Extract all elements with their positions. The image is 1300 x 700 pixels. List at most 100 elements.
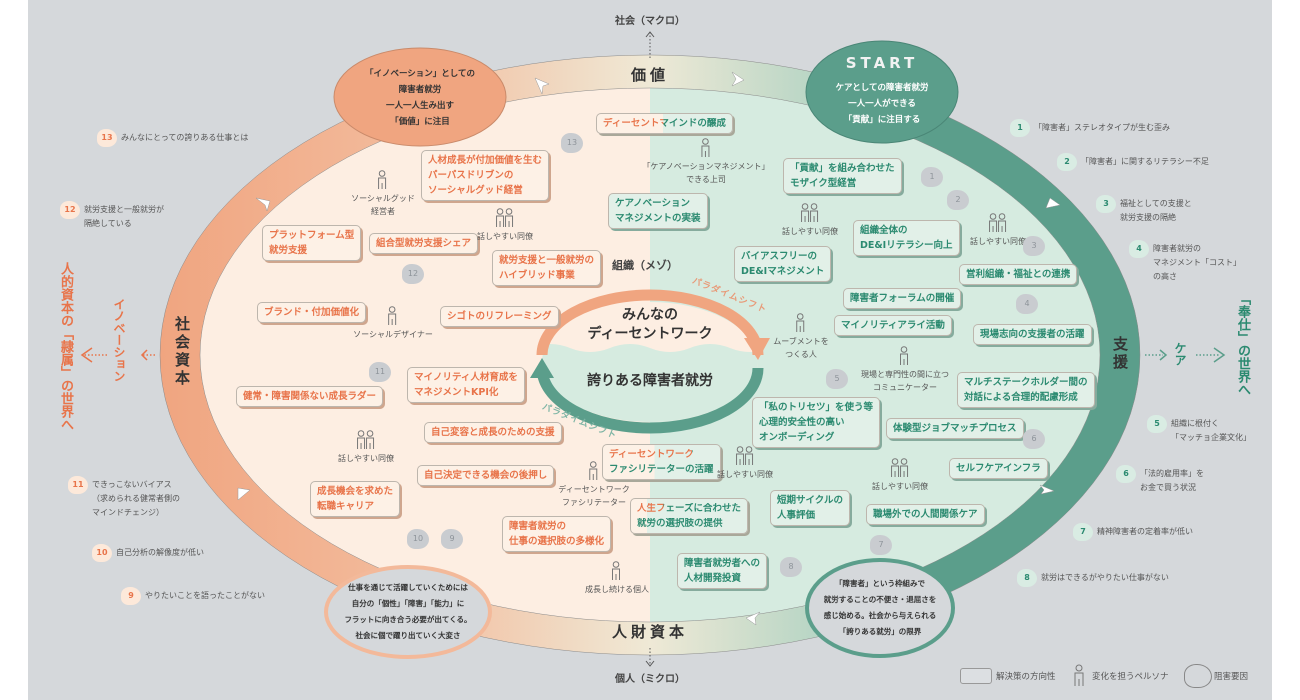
legend-barrier-label: 阻害要因 [1214,672,1249,682]
persona-label: 話しやすい同僚 [970,237,1026,246]
solution-box: セルフケアインフラ [949,458,1048,479]
corner-ellipse-innovation [333,47,507,147]
persona-label: 成長し続ける個人 [585,585,649,594]
barrier-blob-icon: 4 [1016,294,1038,314]
legend-solution-swatch [960,668,992,684]
person-icon [796,313,804,332]
colleagues-icon [356,430,374,449]
barrier-number-badge: 12 [60,201,80,219]
barrier-text: 福祉としての支援と 就労支援の隔絶 [1120,199,1192,222]
solution-text: 人生フェーズに合わせた 就労の選択肢の提供 [637,503,742,529]
colleagues-icon [800,203,818,222]
barrier-text: できっこないバイアス （求められる健常者側の マインドチェンジ） [92,480,180,517]
center-title: みんなの ディーセントワーク [560,306,740,344]
persona: ディーセントワーク ファシリテーター [558,461,630,509]
barrier-blob-icon: 13 [561,133,583,153]
colleagues-icon [495,208,513,227]
barrier-text: 「法的雇用率」を お金で買う状況 [1140,469,1204,492]
paradigm-arc-top [536,289,764,356]
persona-label: 話しやすい同僚 [717,470,773,479]
axis-arrow-icons [645,31,655,667]
barrier-text: 組織に根付く 「マッチョ企業文化」 [1171,419,1251,442]
barrier-text: 就労はできるがやりたい仕事がない [1041,573,1169,582]
person-icon [388,306,396,325]
paradigm-arrowhead-top [744,338,770,360]
solution-box: 人生フェーズに合わせた 就労の選択肢の提供 [630,498,749,534]
corner-ellipse-individual [324,565,492,659]
legend-persona-icon [1074,664,1084,686]
solution-box: 障害者就労者への 人材開発投資 [677,553,768,589]
persona-label: ムーブメントを つくる人 [773,337,829,359]
solution-box: 営利組織・福祉との連携 [959,264,1078,285]
solution-box: ブランド・付加価値化 [257,302,367,323]
barrier-number-badge: 4 [1129,240,1149,258]
ring-label-social-capital: 社会資本 [173,316,191,388]
solution-box: 組合型就労支援シェア [369,233,479,254]
service-world-label: 「奉仕」の世界へ [1235,292,1250,396]
axis-meso-label: 組織（メゾ） [612,259,678,272]
persona: 話しやすい同僚 [717,446,773,481]
solution-box: マイノリティ人材育成を マネジメントKPI化 [407,367,525,403]
barrier-number-badge: 13 [97,129,117,147]
persona: 話しやすい同僚 [970,213,1026,248]
barrier-text: 就労支援と一般就労が 隔絶している [84,205,164,228]
solution-box: マルチステークホルダー間の 対話による合理的配慮形成 [957,372,1095,408]
solution-box: 就労支援と一般就労の ハイブリッド事業 [492,250,602,286]
barrier-text: みんなにとっての誇りある仕事とは [121,133,249,142]
persona: 「ケアノベーションマネジメント」 できる上司 [642,138,770,186]
solution-box: 体験型ジョブマッチプロセス [886,418,1024,439]
barrier-blob-icon: 11 [369,362,391,382]
barrier-blob-icon: 2 [947,190,969,210]
ring-label-value: 価値 [630,66,669,84]
persona-label: 話しやすい同僚 [782,227,838,236]
colleagues-icon [890,458,908,477]
barrier-blob-icon: 1 [921,167,943,187]
corner-ellipse-limit [805,558,955,658]
solution-box: ディーセントマインドの醸成 [596,113,733,134]
solution-box: 「貢献」を組み合わせた モザイク型経営 [783,158,902,194]
solution-box: 健常・障害関係ない成長ラダー [236,386,384,407]
barrier-text: 「障害者」に関するリテラシー不足 [1081,157,1209,166]
barrier-number-badge: 1 [1010,119,1030,137]
persona-label: 現場と専門性の間に立つ コミュニケーター [861,370,949,392]
solution-box: 自己変容と成長のための支援 [424,422,562,443]
ring-label-human-capital: 人財資本 [611,623,688,641]
innovation-label: イノベーション [112,298,126,382]
persona-label: ディーセントワーク ファシリテーター [558,485,630,507]
center-subtitle: 誇りある障害者就労 [587,373,713,389]
persona: 話しやすい同僚 [872,458,928,493]
person-icon [378,170,386,189]
barrier-text: 自己分析の解像度が低い [116,548,204,557]
axis-macro-label: 社会（マクロ） [615,16,685,27]
barrier-blob-icon: 10 [407,529,429,549]
person-icon [900,346,908,365]
persona: ソーシャルグッド 経営者 [351,170,415,218]
barrier-number-badge: 9 [121,587,141,605]
center-title-line1: みんなの [622,307,678,323]
colleagues-icon [735,446,753,465]
barrier-blob-icon: 12 [402,264,424,284]
solution-box: ケアノベーション マネジメントの実装 [608,193,708,229]
solution-box: 障害者フォーラムの開催 [843,288,962,309]
persona-label: 「ケアノベーションマネジメント」 できる上司 [642,162,770,184]
solution-box: 短期サイクルの 人事評価 [770,490,851,526]
corner-individual-challenge-text: 仕事を通じて活躍していくためには 自分の「個性」「障害」「能力」に フラットに向… [344,583,472,640]
persona: 話しやすい同僚 [782,203,838,238]
barrier-blob-icon: 7 [870,535,892,555]
solution-box: 自己決定できる機会の後押し [417,465,555,486]
barrier-text: 「障害者」ステレオタイプが生む歪み [1034,123,1170,132]
corner-limit-text: 「障害者」という枠組みで 就労することの不便さ・退屈さを 感じ始める。社会から与… [823,579,937,636]
barrier-blob-icon: 6 [1023,429,1045,449]
solution-box: シゴトのリフレーミング [440,306,559,327]
barrier-number-badge: 6 [1116,465,1136,483]
persona-label: ソーシャルグッド 経営者 [351,194,415,216]
subordination-world-label: 人的資本の「隷属」の世界へ [58,262,73,431]
barrier-number-badge: 5 [1147,415,1167,433]
persona: ソーシャルデザイナー [353,306,433,341]
right-flow-arrow-icons [1145,347,1226,363]
solution-box: プラットフォーム型 就労支援 [262,225,362,261]
solution-box: ディーセントワーク ファシリテーターの活躍 [602,444,721,480]
persona-label: ソーシャルデザイナー [353,330,433,339]
barrier-number-badge: 2 [1057,153,1077,171]
solution-box: 「私のトリセツ」を使う等 心理的安全性の高い オンボーディング [752,397,881,448]
